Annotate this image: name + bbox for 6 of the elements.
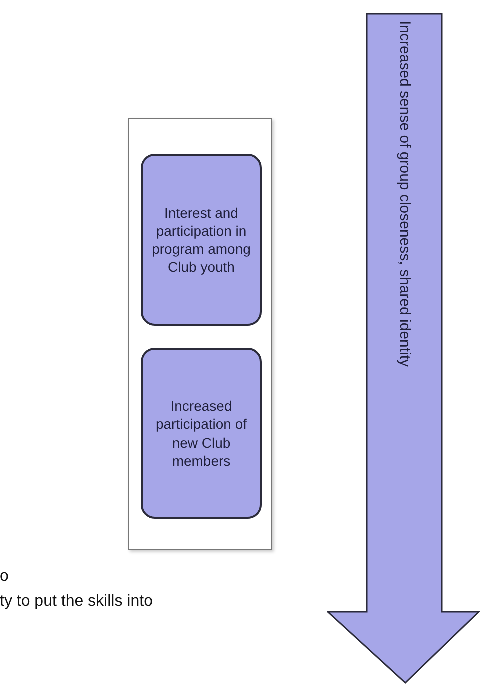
outcome-box: Increased participation of new Club members	[141, 348, 262, 519]
arrow-label: Increased sense of group closeness, shared identity	[396, 21, 413, 368]
note-text: ty to put the skills into	[0, 593, 153, 611]
note-text: o	[0, 568, 9, 586]
group-frame	[128, 118, 272, 550]
outcome-box: Interest and participation in program among Club youth	[141, 154, 262, 326]
